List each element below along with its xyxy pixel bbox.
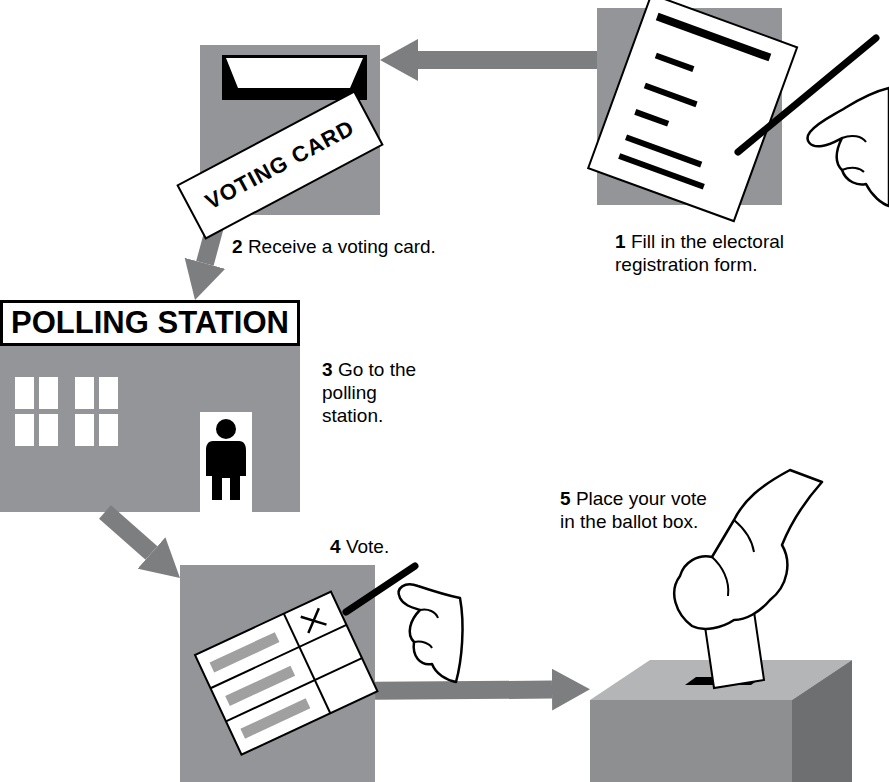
text-group: 5Place your vote in the ballot box. xyxy=(560,487,712,533)
box-front xyxy=(590,700,792,782)
node-outline xyxy=(590,655,852,782)
finger-line xyxy=(842,136,866,172)
step-panel: POLLING STATION3Go to the polling statio… xyxy=(0,300,300,512)
text-group: 4Vote. xyxy=(330,535,450,558)
step-number: 1 xyxy=(615,231,626,252)
step-number: 5 xyxy=(560,488,571,509)
flow-arrow xyxy=(205,215,218,263)
text-group: 1Fill in the electoral registration form… xyxy=(615,230,820,276)
step-text: Fill in the electoral registration form. xyxy=(615,231,784,275)
box-slot xyxy=(685,677,762,685)
step-text: POLLING STATION xyxy=(11,305,289,340)
step-text: Place your vote in the ballot box. xyxy=(560,488,707,532)
sign-board xyxy=(2,302,299,345)
text-group: POLLING STATION xyxy=(0,304,300,342)
hand xyxy=(808,88,889,206)
finger-line xyxy=(414,609,438,648)
step-panel: 1Fill in the electoral registration form… xyxy=(597,8,782,205)
step-panel: 5Place your vote in the ballot box. xyxy=(590,655,852,782)
text-group: 3Go to the polling station. xyxy=(322,358,440,428)
hand xyxy=(399,584,463,682)
step-text: Vote. xyxy=(346,536,389,557)
form-sheet xyxy=(588,0,797,221)
step-number: 4 xyxy=(330,536,341,557)
step-panel: VOTING CARD2Receive a voting card. xyxy=(200,45,380,215)
step-text: Receive a voting card. xyxy=(248,236,436,257)
text-group: VOTING CARD xyxy=(190,108,371,222)
step-text: Go to the polling station. xyxy=(322,359,416,426)
box-side xyxy=(792,660,852,782)
text-group: 2Receive a voting card. xyxy=(232,235,462,258)
step-panel: 4Vote. xyxy=(180,565,375,782)
flow-arrow xyxy=(105,512,151,553)
flow-arrow xyxy=(418,51,597,69)
registration-form xyxy=(588,0,797,221)
flow-arrow xyxy=(375,690,552,691)
step-number: 2 xyxy=(232,236,243,257)
step-text: VOTING CARD xyxy=(201,115,358,215)
step-number: 3 xyxy=(322,359,333,380)
building-wall xyxy=(0,346,300,512)
finger-line xyxy=(712,520,754,596)
